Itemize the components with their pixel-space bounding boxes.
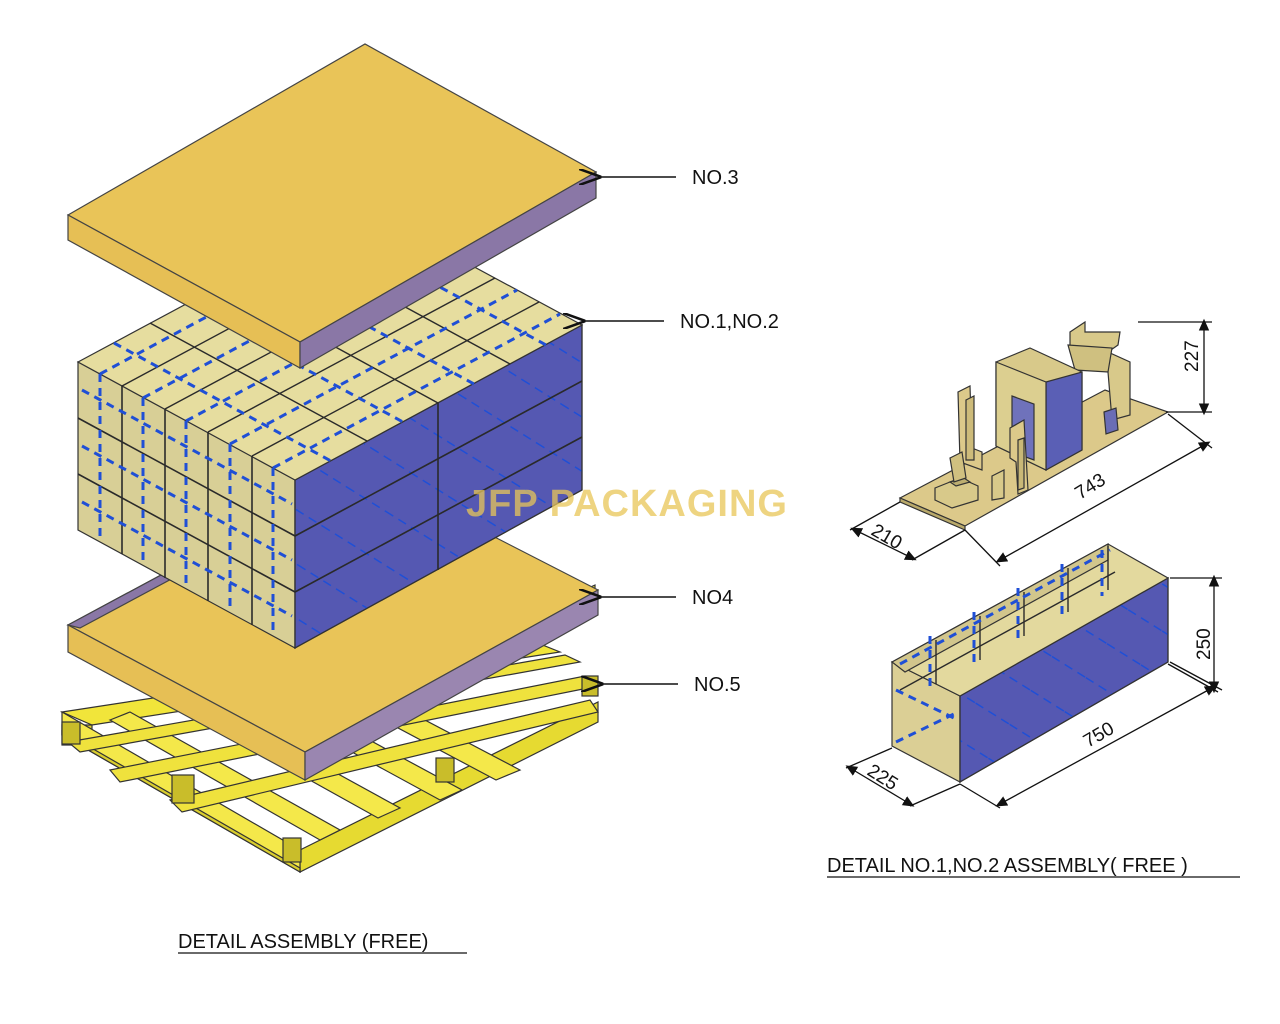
caption-left: DETAIL ASSEMBLY (FREE) [178,931,467,954]
callout-pallet: NO.5 [602,674,741,696]
callout-cells-label: NO.1,NO.2 [680,311,779,333]
box-height-label: 250 [1194,628,1215,660]
insert-detail [898,320,1170,531]
caption-right-text: DETAIL NO.1,NO.2 ASSEMBLY( FREE ) [827,855,1188,877]
callout-pallet-label: NO.5 [694,674,741,696]
box-detail [890,542,1170,784]
insert-width-label: 210 [868,520,906,554]
caption-left-text: DETAIL ASSEMBLY (FREE) [178,931,428,953]
box-dimension-length [959,663,1219,809]
box-width-label: 225 [863,760,901,795]
callout-lid: NO.3 [600,167,739,189]
callout-lid-label: NO.3 [692,167,739,189]
insert-dimension-height [1138,318,1212,416]
insert-dimension-width [849,501,966,561]
callout-tray: NO4 [600,587,733,609]
insert-dimension-length [964,413,1213,567]
top-lid [66,43,598,370]
box-length-label: 750 [1080,718,1118,752]
insert-length-label: 743 [1072,470,1110,505]
callout-cells: NO.1,NO.2 [584,311,779,333]
caption-right: DETAIL NO.1,NO.2 ASSEMBLY( FREE ) [827,855,1240,878]
box-dimension-height [1169,574,1223,694]
watermark-text: JFP PACKAGING [466,483,788,525]
box-tape [895,548,1111,744]
box-dimension-width [845,747,961,807]
callout-tray-label: NO4 [692,587,733,609]
insert-height-label: 227 [1182,340,1203,372]
